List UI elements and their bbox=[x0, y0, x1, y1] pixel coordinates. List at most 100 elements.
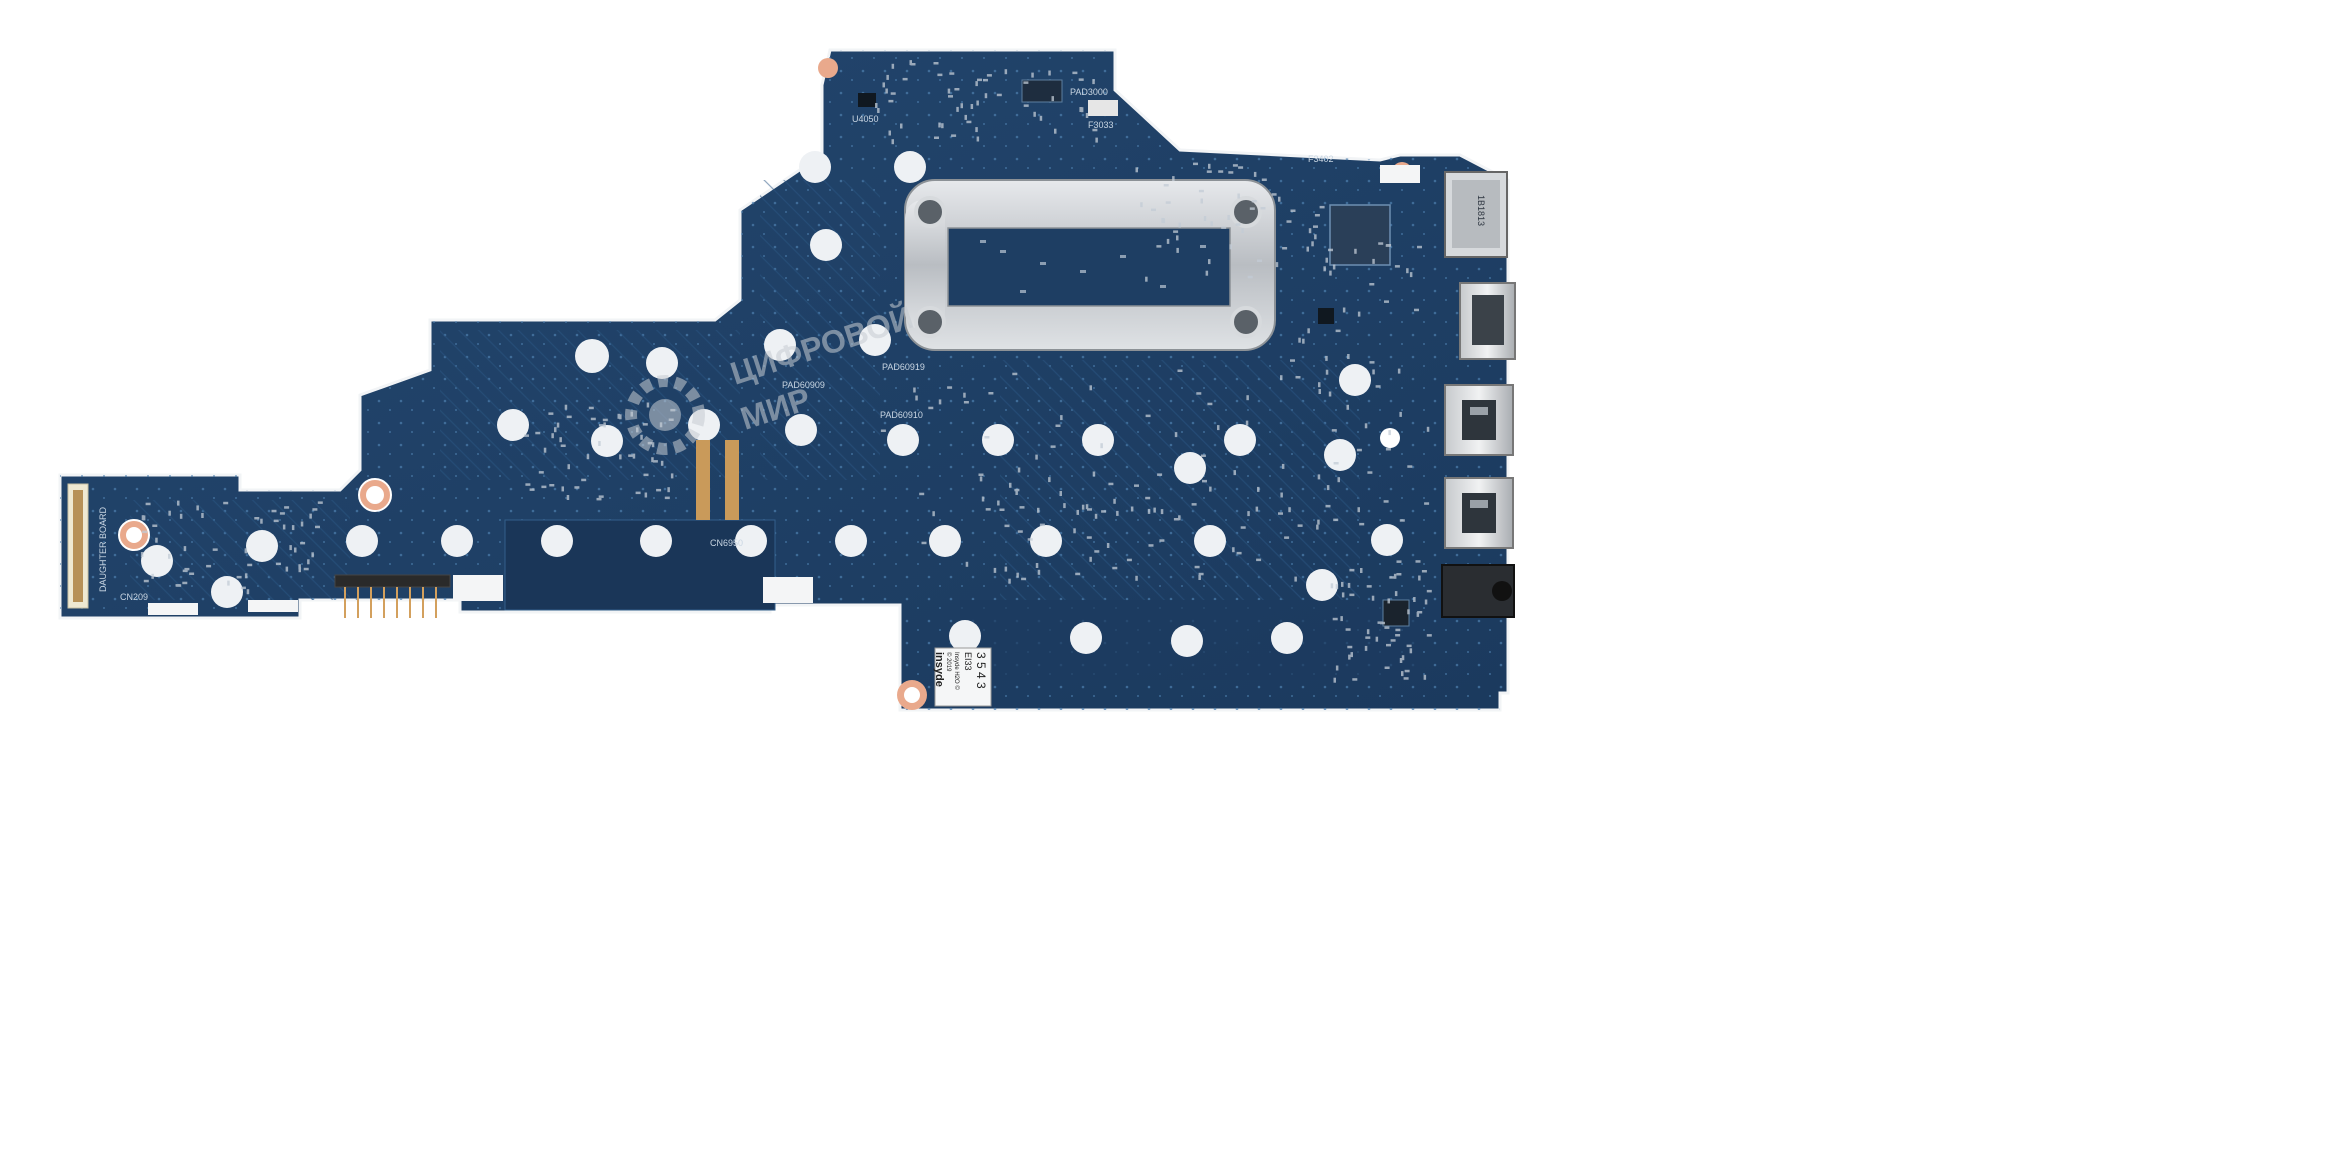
smd-component bbox=[1145, 414, 1151, 418]
smd-component bbox=[1014, 488, 1020, 492]
smd-component bbox=[1395, 634, 1401, 637]
smd-component bbox=[1004, 524, 1010, 528]
cpu-heatsink-bracket bbox=[904, 179, 1276, 351]
smd-component bbox=[560, 444, 566, 447]
smd-component bbox=[1366, 629, 1370, 635]
smd-component bbox=[1055, 424, 1061, 427]
smd-component bbox=[1017, 467, 1021, 473]
smd-component bbox=[556, 422, 560, 428]
smd-component bbox=[1360, 568, 1363, 573]
smd-component bbox=[984, 93, 988, 99]
smd-component bbox=[1023, 104, 1029, 107]
smd-component bbox=[561, 486, 564, 492]
smd-component bbox=[1037, 507, 1040, 513]
smd-component bbox=[1314, 214, 1320, 217]
smd-component bbox=[1031, 72, 1034, 78]
smd-component bbox=[1198, 189, 1204, 193]
smd-component bbox=[1048, 70, 1051, 76]
smd-component bbox=[642, 423, 648, 426]
smd-component bbox=[596, 497, 602, 501]
ic-chips bbox=[858, 79, 1410, 627]
smd-component bbox=[1135, 575, 1138, 581]
smd-component bbox=[932, 511, 935, 517]
smd-component bbox=[1198, 575, 1201, 580]
smd-component bbox=[177, 500, 180, 506]
smd-component bbox=[1112, 566, 1118, 570]
smd-component bbox=[1198, 572, 1204, 576]
smd-component bbox=[590, 417, 596, 421]
smd-component bbox=[1323, 266, 1326, 272]
smd-component bbox=[1403, 677, 1409, 680]
smd-component bbox=[1349, 568, 1355, 572]
smd-component bbox=[1389, 576, 1395, 579]
smd-component bbox=[1426, 634, 1432, 637]
smd-component bbox=[1390, 639, 1396, 642]
smd-component bbox=[1050, 445, 1056, 448]
smd-component bbox=[1232, 547, 1235, 553]
smd-component bbox=[559, 437, 562, 443]
smd-component bbox=[298, 564, 301, 570]
smd-component bbox=[1059, 491, 1062, 496]
smd-component bbox=[179, 513, 183, 519]
smd-component bbox=[1384, 666, 1390, 669]
smd-component bbox=[1009, 482, 1012, 488]
smd-component bbox=[1145, 496, 1151, 500]
smd-component bbox=[1116, 510, 1119, 516]
smd-component bbox=[1210, 221, 1213, 227]
smd-component bbox=[1385, 244, 1391, 247]
smd-component bbox=[999, 508, 1005, 511]
smd-component bbox=[1347, 582, 1351, 588]
smd-component bbox=[140, 552, 144, 557]
smd-component bbox=[1424, 599, 1428, 605]
cn-left-label: CN209 bbox=[120, 592, 148, 602]
bios-line1: Insyde H2O © bbox=[953, 652, 960, 690]
smd-component bbox=[1385, 448, 1391, 451]
cn-center-label: CN6950 bbox=[710, 538, 743, 548]
smd-component bbox=[538, 471, 544, 474]
smd-component bbox=[938, 122, 941, 128]
smd-component bbox=[1078, 78, 1084, 81]
smd-component bbox=[1290, 359, 1295, 362]
smd-component bbox=[1130, 506, 1134, 512]
smd-component bbox=[1371, 595, 1375, 601]
smd-component bbox=[886, 74, 889, 80]
smd-component bbox=[1193, 162, 1198, 166]
smd-component bbox=[1206, 170, 1212, 173]
smd-component bbox=[1101, 510, 1107, 513]
smd-component bbox=[1341, 581, 1344, 587]
smd-component bbox=[1372, 369, 1375, 375]
smd-component bbox=[598, 424, 604, 427]
smd-component bbox=[1073, 528, 1076, 534]
smd-component bbox=[1194, 565, 1200, 569]
smd-component bbox=[1369, 361, 1375, 364]
smd-component bbox=[1384, 626, 1390, 629]
label-pad60910: PAD60910 bbox=[880, 410, 923, 420]
smd-component bbox=[1249, 207, 1255, 210]
usb-port-1 bbox=[1444, 384, 1514, 456]
battery-connector bbox=[334, 574, 451, 618]
smd-component bbox=[1227, 215, 1230, 220]
smd-component bbox=[919, 492, 925, 496]
smd-component bbox=[900, 123, 903, 129]
smd-component bbox=[1337, 477, 1340, 483]
smd-component bbox=[1072, 71, 1078, 75]
smd-component bbox=[189, 572, 195, 575]
smd-component bbox=[1016, 572, 1019, 578]
smd-component bbox=[541, 485, 547, 489]
smd-component bbox=[1241, 228, 1244, 234]
smd-component bbox=[1012, 372, 1018, 376]
smd-component bbox=[956, 106, 959, 112]
smd-component bbox=[315, 525, 320, 529]
smd-component bbox=[1035, 563, 1039, 568]
smd-component bbox=[1008, 578, 1011, 584]
smd-component bbox=[1333, 462, 1339, 465]
smd-component bbox=[1356, 448, 1362, 452]
smd-component bbox=[1333, 677, 1336, 683]
smd-component bbox=[1401, 671, 1404, 677]
smd-component bbox=[1094, 513, 1098, 519]
smd-component bbox=[954, 88, 960, 91]
smd-component bbox=[1208, 259, 1211, 265]
smd-component bbox=[1023, 81, 1029, 84]
smd-component bbox=[152, 524, 158, 527]
